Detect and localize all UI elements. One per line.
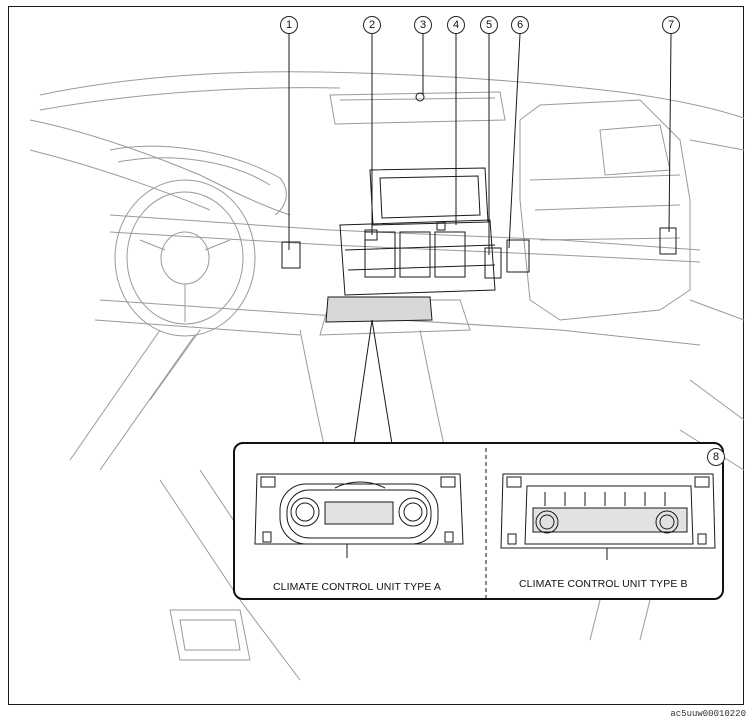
- climate-control-inset: 8 CLIMATE CONTROL UNIT TYPE A CLIMATE CO…: [233, 442, 725, 600]
- callout-4: 4: [447, 16, 465, 34]
- callout-8: 8: [707, 448, 725, 466]
- callout-7: 7: [662, 16, 680, 34]
- climate-control-units-drawing: [254, 448, 716, 598]
- callout-2: 2: [363, 16, 381, 34]
- type-a-caption: CLIMATE CONTROL UNIT TYPE A: [273, 581, 442, 593]
- figure-id: ac5uuw00010220: [670, 709, 746, 719]
- callout-1: 1: [280, 16, 298, 34]
- diagram-frame: [8, 6, 744, 705]
- callout-5: 5: [480, 16, 498, 34]
- callout-6: 6: [511, 16, 529, 34]
- type-b-caption: CLIMATE CONTROL UNIT TYPE B: [519, 578, 688, 590]
- callout-3: 3: [414, 16, 432, 34]
